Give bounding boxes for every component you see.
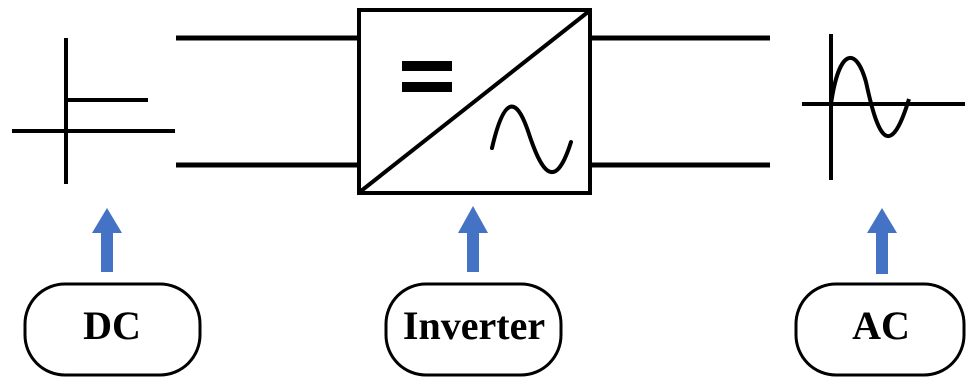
dc-label-box xyxy=(23,282,202,377)
arrows xyxy=(92,206,897,274)
ac-wires xyxy=(590,35,770,168)
inverter-diagonal xyxy=(359,10,590,193)
dc-arrow-icon xyxy=(92,208,122,272)
dc-wires xyxy=(176,35,360,168)
ac-label: AC xyxy=(852,303,910,348)
dc-equals-bar-top xyxy=(402,61,452,71)
label-boxes xyxy=(23,282,966,377)
dc-label: DC xyxy=(83,303,141,348)
ac-arrow-icon xyxy=(867,208,897,274)
inverter-symbol xyxy=(357,8,592,195)
ac-sine-wave-icon xyxy=(490,104,573,175)
dc-equals-bar-bottom xyxy=(402,82,452,92)
ac-label-box xyxy=(794,282,966,377)
inverter-arrow-icon xyxy=(458,206,488,272)
ac-symbol-sine-wave xyxy=(829,55,911,139)
dc-symbol xyxy=(12,38,175,184)
inverter-label: Inverter xyxy=(403,303,545,348)
ac-symbol xyxy=(802,34,965,180)
inverter-label-box xyxy=(384,282,563,377)
